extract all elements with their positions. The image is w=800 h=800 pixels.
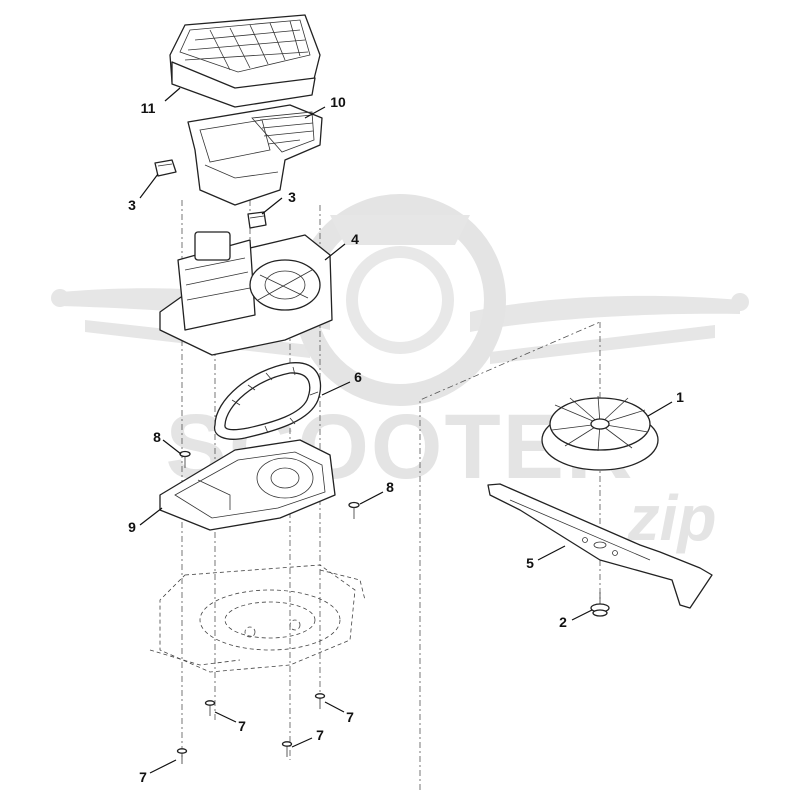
callout-labels: 11 10 3 3 4 6 1 8 8 9 5 2 7 7 7 7 bbox=[128, 94, 684, 785]
callout-1: 1 bbox=[676, 389, 684, 405]
callout-3-right: 3 bbox=[288, 189, 296, 205]
callout-6: 6 bbox=[354, 369, 362, 385]
screw-d-7[interactable] bbox=[281, 741, 293, 757]
screw-right-8[interactable] bbox=[348, 501, 360, 520]
clip-right-3[interactable] bbox=[247, 211, 267, 229]
callout-10: 10 bbox=[330, 94, 346, 110]
callout-8-left: 8 bbox=[153, 429, 161, 445]
drive-belt-6[interactable] bbox=[213, 362, 322, 440]
motor-housing-10[interactable] bbox=[187, 104, 323, 206]
callout-7-d: 7 bbox=[316, 727, 324, 743]
callout-4: 4 bbox=[351, 231, 359, 247]
callout-7-b: 7 bbox=[346, 709, 354, 725]
watermark: SCOOTER zip bbox=[51, 194, 749, 554]
callout-9: 9 bbox=[128, 519, 136, 535]
callout-5: 5 bbox=[526, 555, 534, 571]
top-cover-11[interactable] bbox=[169, 14, 321, 108]
callout-7-a: 7 bbox=[238, 718, 246, 734]
screw-b-7[interactable] bbox=[314, 693, 326, 709]
motor-assembly-4[interactable] bbox=[159, 231, 333, 356]
clip-left-3[interactable] bbox=[154, 159, 177, 177]
blade-bolt-2[interactable] bbox=[590, 592, 610, 617]
screw-a-7[interactable] bbox=[204, 700, 216, 716]
callout-11: 11 bbox=[141, 100, 156, 116]
callout-8-right: 8 bbox=[386, 479, 394, 495]
leader-lines bbox=[139, 87, 673, 774]
screw-left-8[interactable] bbox=[179, 450, 191, 469]
callout-2: 2 bbox=[559, 614, 567, 630]
mower-deck-outline bbox=[149, 564, 366, 673]
callout-7-c: 7 bbox=[139, 769, 147, 785]
fan-impeller-1[interactable] bbox=[541, 395, 659, 471]
screw-c-7[interactable] bbox=[176, 748, 188, 764]
watermark-brand-script: zip bbox=[627, 482, 717, 554]
lower-belt-cover-9[interactable] bbox=[159, 439, 336, 531]
callout-3-left: 3 bbox=[128, 197, 136, 213]
cutting-blade-5[interactable] bbox=[487, 483, 713, 609]
